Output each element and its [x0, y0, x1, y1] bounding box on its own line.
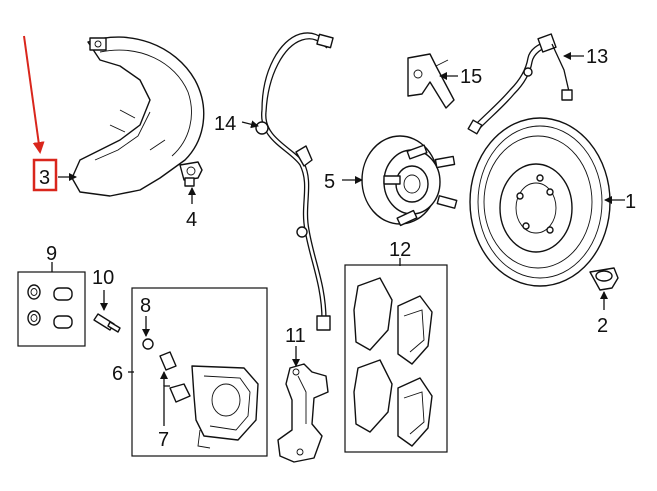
wheel-hub-part [361, 135, 458, 227]
callout-14: 14 [214, 113, 236, 135]
guide-pin-part [93, 313, 121, 333]
callout-2: 2 [597, 315, 608, 337]
callout-11: 11 [285, 325, 306, 347]
callout-9: 9 [46, 243, 57, 265]
abs-sensor-wire-part [255, 32, 334, 331]
dust-shield-part [71, 36, 205, 197]
highlight-marker [23, 35, 58, 192]
brake-pads-group [344, 264, 448, 453]
callout-5: 5 [324, 171, 335, 193]
caliper-bracket-part [277, 363, 329, 463]
callout-10: 10 [92, 267, 114, 289]
front-sensor-wire-part [467, 33, 573, 135]
callout-6: 6 [112, 363, 123, 385]
screw-part-2 [589, 267, 619, 291]
bolt-part-4 [179, 161, 203, 187]
callout-13: 13 [586, 46, 608, 68]
callout-15: 15 [460, 66, 482, 88]
caliper-group [131, 287, 268, 457]
callout-3: 3 [39, 167, 50, 189]
leader-lines [51, 52, 625, 426]
callout-8: 8 [140, 295, 151, 317]
callout-4: 4 [186, 209, 197, 231]
caliper-bushings-group [17, 271, 86, 347]
callout-1: 1 [625, 191, 636, 213]
brake-disc-part [469, 117, 611, 287]
callout-12: 12 [389, 239, 411, 261]
bracket-part-15 [407, 53, 455, 109]
callout-7: 7 [158, 429, 169, 451]
